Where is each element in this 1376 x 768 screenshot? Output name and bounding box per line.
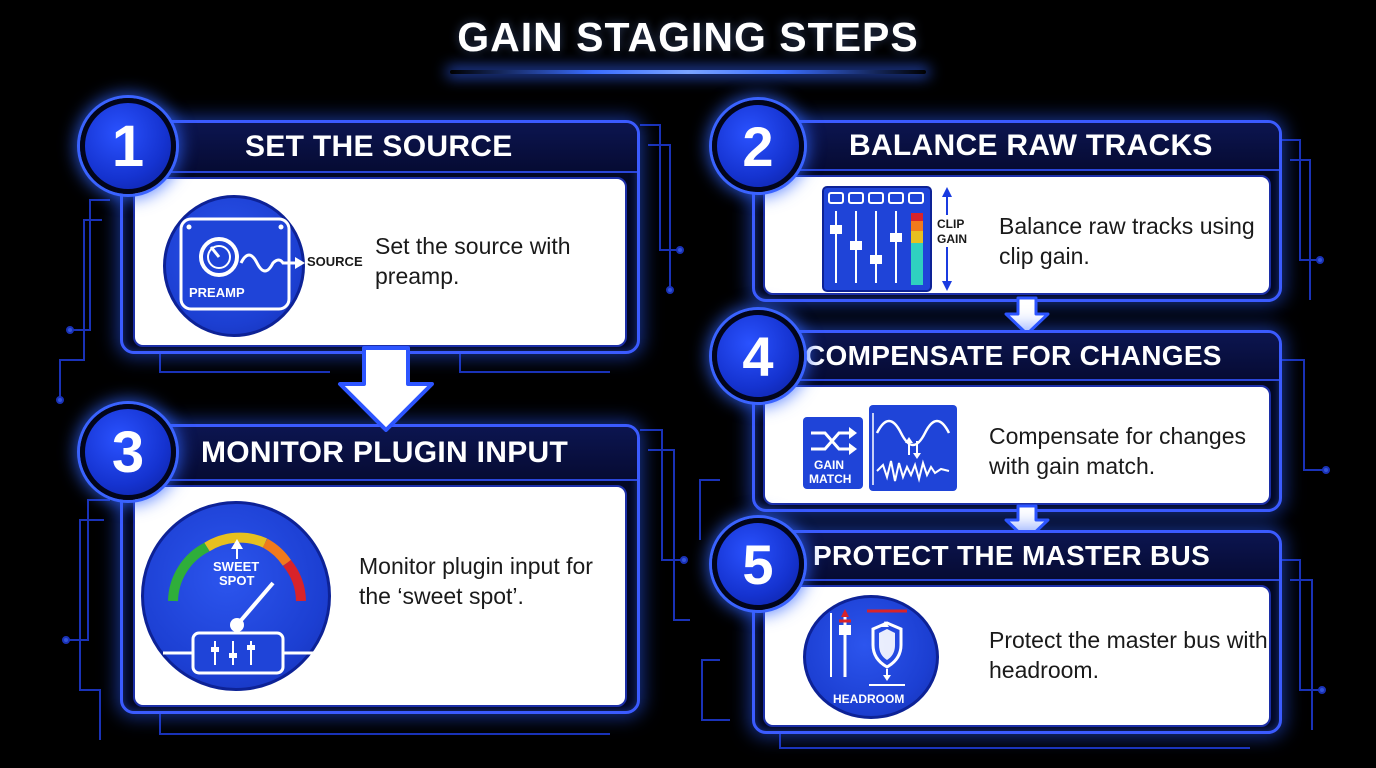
step-card-2: BALANCE RAW TRACKS CLIP GAIN Balance raw… (752, 120, 1282, 302)
spot-label: SPOT (219, 573, 254, 588)
step-1-number: 1 (111, 113, 145, 179)
step-4-description: Compensate for changes with gain match. (989, 423, 1246, 479)
headroom-label: HEADROOM (833, 692, 904, 706)
step-card-3: MONITOR PLUGIN INPUT SWEET SPOT Monitor … (120, 424, 640, 714)
source-label: SOURCE (307, 254, 363, 269)
step-1-heading: SET THE SOURCE (245, 130, 513, 163)
step-1-description: Set the source with preamp. (375, 233, 571, 289)
step-1-badge: 1 (80, 98, 176, 194)
step-card-4: COMPENSATE FOR CHANGES GAIN MATCH Compen… (752, 330, 1282, 512)
step-2-badge: 2 (712, 100, 804, 192)
step-2-description: Balance raw tracks using clip gain. (999, 213, 1255, 269)
step-3-header: MONITOR PLUGIN INPUT (123, 427, 637, 481)
preamp-label: PREAMP (189, 285, 245, 300)
step-5-icon-circle (803, 595, 939, 719)
headroom-shield-icon: HEADROOM (830, 609, 907, 706)
flow-arrow-1-to-3 (338, 346, 434, 432)
step-4-number: 4 (742, 324, 774, 388)
meter-gauge-icon: SWEET SPOT (163, 532, 313, 675)
step-4-heading: COMPENSATE FOR CHANGES (805, 340, 1222, 371)
sweet-label: SWEET (213, 559, 259, 574)
step-4-header: COMPENSATE FOR CHANGES (755, 333, 1279, 381)
step-3-badge: 3 (80, 404, 176, 500)
step-2-heading: BALANCE RAW TRACKS (849, 129, 1213, 162)
clip-label: CLIP (937, 217, 964, 231)
step-2-header: BALANCE RAW TRACKS (755, 123, 1279, 171)
step-2-number: 2 (742, 114, 774, 178)
step-3-heading: MONITOR PLUGIN INPUT (201, 436, 569, 469)
step-3-description: Monitor plugin input for the ‘sweet spot… (359, 553, 593, 609)
source-label-svg: SOURCE (307, 254, 363, 269)
gain-match-icon: GAIN MATCH (803, 405, 957, 491)
step-1-header: SET THE SOURCE (123, 123, 637, 173)
flow-arrow-2-to-4 (1004, 296, 1050, 336)
step-card-5: PROTECT THE MASTER BUS HEADROOM Protect … (752, 530, 1282, 734)
step-5-number: 5 (742, 532, 774, 596)
step-5-header: PROTECT THE MASTER BUS (755, 533, 1279, 581)
mixer-faders-icon: CLIP GAIN (822, 186, 971, 292)
title-underline (450, 70, 926, 74)
step-3-number: 3 (111, 419, 145, 485)
step-5-heading: PROTECT THE MASTER BUS (813, 540, 1211, 571)
step-5-badge: 5 (712, 518, 804, 610)
gain-label: GAIN (937, 232, 967, 246)
step-5-description: Protect the master bus with headroom. (989, 627, 1268, 683)
gain-match-label-1: GAIN (814, 458, 844, 472)
page-title: GAIN STAGING STEPS (457, 14, 919, 60)
gain-match-label-2: MATCH (809, 472, 851, 486)
step-4-badge: 4 (712, 310, 804, 402)
step-card-1: SET THE SOURCE PREAMP SOURCE Set the sou… (120, 120, 640, 354)
preamp-icon: PREAMP (179, 217, 305, 311)
